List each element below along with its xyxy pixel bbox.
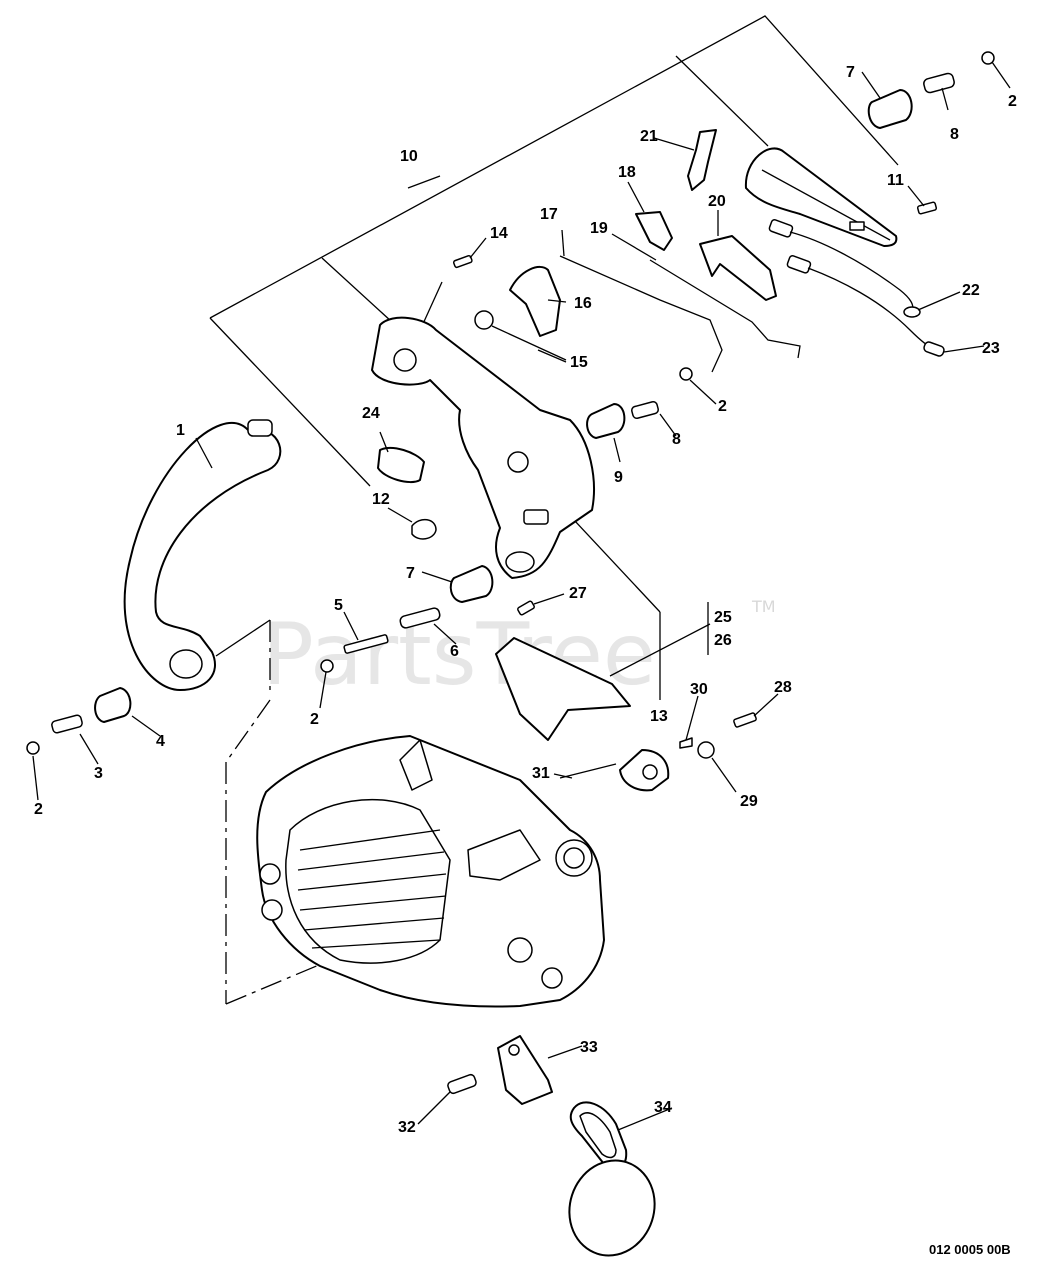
front-mount-parts (26, 565, 494, 755)
callout-4: 4 (156, 733, 165, 750)
callout-31: 31 (532, 765, 550, 782)
callout-5: 5 (334, 597, 343, 614)
small-hardware-parts (452, 129, 777, 361)
middle-mount-parts (586, 367, 693, 439)
callout-17: 17 (540, 206, 558, 223)
callout-22: 22 (962, 282, 980, 299)
callout-2-front: 2 (310, 711, 319, 728)
boot-and-plug-parts (377, 446, 437, 540)
wire-harness-parts (768, 219, 945, 357)
callout-7-rear: 7 (846, 64, 855, 81)
callout-13: 13 (650, 708, 668, 725)
callout-20: 20 (708, 193, 726, 210)
callout-21: 21 (640, 128, 658, 145)
callout-8-middle: 8 (672, 431, 681, 448)
chain-catcher-parts (447, 1035, 553, 1105)
front-handle-part (123, 419, 282, 691)
callout-7-front: 7 (406, 565, 415, 582)
callout-14: 14 (490, 225, 508, 242)
assembly-bracket-10 (209, 15, 899, 700)
callout-33: 33 (580, 1039, 598, 1056)
callout-6: 6 (450, 643, 459, 660)
rear-handle-part (371, 316, 595, 579)
callout-23: 23 (982, 340, 1000, 357)
callout-1: 1 (176, 422, 185, 439)
callout-15: 15 (570, 354, 588, 371)
front-handle-mount-lines (215, 619, 327, 1005)
rear-mount-parts (867, 51, 995, 215)
callout-28: 28 (774, 679, 792, 696)
throttle-housing-part (744, 147, 898, 247)
callout-34: 34 (654, 1099, 672, 1116)
callout-29: 29 (740, 793, 758, 810)
oil-pump-parts (559, 712, 757, 792)
callout-27: 27 (569, 585, 587, 602)
throttle-rods (559, 255, 801, 373)
callout-3: 3 (94, 765, 103, 782)
callout-2-top: 2 (1008, 93, 1017, 110)
callout-30: 30 (690, 681, 708, 698)
callout-32: 32 (398, 1119, 416, 1136)
callout-18: 18 (618, 164, 636, 181)
callout-12: 12 (372, 491, 390, 508)
gasket-part (568, 1101, 656, 1257)
callout-26: 26 (714, 632, 732, 649)
callout-11: 11 (887, 172, 904, 189)
callout-10: 10 (400, 148, 418, 165)
callout-9: 9 (614, 469, 623, 486)
drawing-code: 012 0005 00B (929, 1242, 1011, 1257)
crankcase-part (256, 735, 605, 1008)
callout-16: 16 (574, 295, 592, 312)
callout-25: 25 (714, 609, 732, 626)
callout-2-middle: 2 (718, 398, 727, 415)
callout-24: 24 (362, 405, 380, 422)
callout-19: 19 (590, 220, 608, 237)
callout-8-rear: 8 (950, 126, 959, 143)
leader-lines (32, 61, 1011, 1131)
callout-labels: 7 8 2 21 10 11 18 20 17 19 14 22 16 23 1… (34, 64, 1017, 1136)
cylinder-fins (297, 829, 447, 949)
watermark-trademark: TM (751, 597, 776, 616)
plate-bracket-part (495, 600, 631, 741)
callout-2-left: 2 (34, 801, 43, 818)
